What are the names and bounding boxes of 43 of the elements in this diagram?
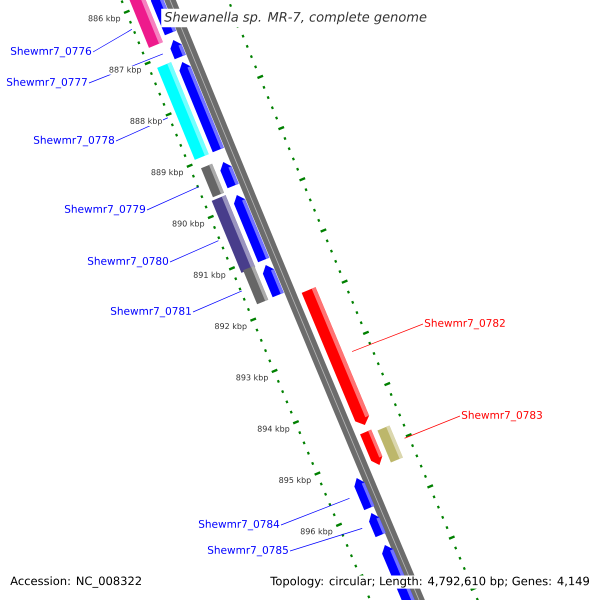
gene-feature	[369, 513, 386, 538]
leader-line	[170, 240, 219, 262]
footer-text: Accession: NC_008322	[10, 576, 141, 588]
gene-feature	[243, 266, 268, 304]
gene-label: Shewmr7_0779	[64, 204, 146, 216]
scale-label: 888 kbp	[129, 117, 163, 126]
leader-line	[192, 290, 242, 312]
footer-text: Topology: circular; Length: 4,792,610 bp; Genes: 4,149	[269, 575, 591, 589]
gene-label: Shewmr7_0777	[6, 78, 87, 88]
gene-label: Shewmr7_0783	[462, 410, 542, 422]
title: Shewanella sp. MR-7, complete genome	[161, 8, 430, 28]
gene-label: Shewmr7_0781	[110, 306, 191, 318]
leader-line	[352, 324, 424, 352]
scale-label: 892 kbp	[214, 322, 248, 332]
gene-label: Shewmr7_0776	[10, 46, 92, 58]
gene-feature	[220, 162, 239, 188]
gene-feature	[354, 478, 374, 510]
leader-line	[280, 498, 350, 526]
gene-feature	[170, 40, 186, 60]
scale-label: 894 kbp	[256, 425, 290, 434]
leader-line	[290, 528, 363, 552]
scale-label: 891 kbp	[192, 271, 226, 280]
leader-line	[404, 416, 460, 439]
scale-label: 890 kbp	[172, 220, 206, 229]
scale-label: 896 kbp	[300, 528, 334, 536]
gene-feature	[360, 430, 382, 465]
scale-label: 889 kbp	[150, 168, 184, 178]
gene-label: Shewmr7_0785	[208, 546, 288, 556]
gene-feature	[302, 287, 370, 425]
gene-feature	[129, 0, 163, 48]
scale-label: 893 kbp	[235, 374, 269, 382]
leader-line	[146, 186, 200, 210]
gene-feature	[201, 164, 224, 198]
gene-label: Shewmr7_0784	[198, 520, 280, 530]
leader-line	[92, 29, 132, 52]
scale-label: 886 kbp	[88, 14, 122, 24]
gene-feature	[262, 265, 284, 298]
scale-label: 895 kbp	[278, 476, 312, 486]
scale-label: 887 kbp	[108, 66, 142, 75]
gene-label: Shewmr7_0782	[424, 318, 505, 330]
gene-label: Shewmr7_0780	[88, 256, 168, 268]
gene-feature	[212, 195, 256, 273]
gene-label: Shewmr7_0778	[34, 136, 114, 146]
